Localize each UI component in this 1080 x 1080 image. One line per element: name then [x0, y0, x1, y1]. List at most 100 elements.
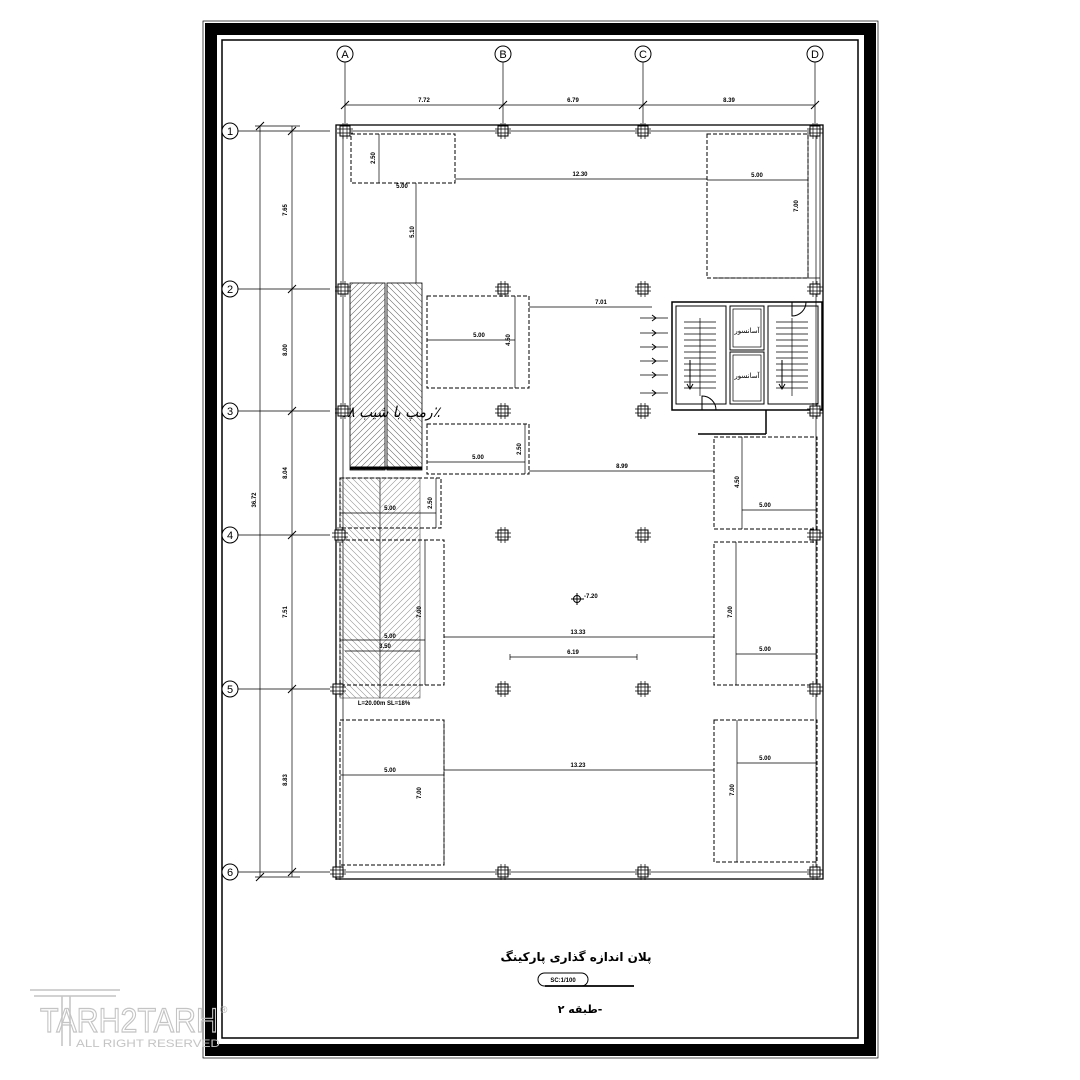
grid-column-lines: [344, 62, 816, 131]
elevator-cabin-lower: [732, 354, 762, 402]
ramp-width: 3.50: [379, 644, 391, 650]
dim-span-cd: 8.39: [723, 98, 735, 104]
lower-ramp-left-strip: [339, 477, 381, 699]
core-approach-lines: [640, 317, 668, 394]
elevator-shaft-lower: [729, 351, 765, 405]
sheet-frame: [202, 20, 879, 1059]
aisle-dim-lines: [415, 178, 714, 771]
parking-dim-lines: [736, 720, 817, 862]
parking-width: 5.00: [759, 647, 771, 653]
parking-dim-lines: [340, 540, 426, 685]
parking-space-outline: [350, 133, 456, 184]
stair-right-steps: [776, 318, 808, 396]
parking-width: 5.00: [384, 634, 396, 640]
parking-space: 5.00 7.00: [713, 719, 818, 863]
watermark-logo: TARH2TARH ALL RIGHT RESERVED ®: [30, 989, 228, 1050]
grid-label-b: B: [499, 49, 506, 61]
grid-label-5: 5: [227, 684, 233, 696]
parking-width: 5.00: [759, 756, 771, 762]
parking-dim-lines: [741, 437, 817, 529]
column: [806, 402, 824, 420]
parking-space: 7.00 5.00: [713, 541, 818, 686]
ramp-spec: L=20.00m SL=18%: [358, 701, 411, 707]
column: [634, 680, 652, 698]
dim-span-34: 8.04: [283, 467, 289, 479]
grid-bubble-a: [336, 45, 354, 63]
elevator-label-upper: آسانسور: [733, 326, 760, 335]
elevator-shaft-upper: [729, 305, 765, 351]
parking-space-outline: [339, 719, 445, 866]
column: [494, 680, 512, 698]
stair-right: [767, 305, 819, 405]
grid-bubble-b: [494, 45, 512, 63]
dim-span-23: 8.00: [283, 344, 289, 356]
elevator-cabin-upper: [732, 308, 762, 348]
column: [634, 526, 652, 544]
grid-label-a: A: [341, 49, 349, 61]
parking-width: 5.00: [384, 768, 396, 774]
parking-depth: 7.00: [794, 200, 800, 212]
parking-dim-lines: [735, 542, 817, 685]
level-value: -7.20: [584, 594, 598, 600]
grid-label-4: 4: [227, 530, 233, 542]
dim-span-45: 7.51: [283, 606, 289, 618]
parking-space: 7.00 5.00 3.50: [339, 539, 445, 686]
core-approach-arrows-icon: [651, 314, 657, 397]
grid-label-6: 6: [227, 867, 233, 879]
stair-right-arrow-icon: [778, 360, 786, 390]
stair-left-steps: [684, 318, 716, 396]
grid-label-3: 3: [227, 406, 233, 418]
dim-aisle-vertical: 5.10: [410, 226, 416, 238]
frame-inner-line: [221, 39, 859, 1039]
column: [634, 280, 652, 298]
parking-space-outline: [426, 295, 530, 389]
parking-depth: 4.50: [506, 334, 512, 346]
title-block: پلان اندازه گذاری پارکینگ SC:1/100 طبقه …: [501, 950, 652, 1016]
frame-thick-border: [205, 23, 876, 1056]
parking-width: 5.00: [759, 503, 771, 509]
parking-space: 5.00 4.50: [426, 295, 530, 389]
level-mark: -7.20: [571, 593, 598, 605]
grid-rows: 1 2 3 4 5 6 7.65 8.00 8.04 7.51 8.83 36.…: [221, 121, 330, 882]
parking-dim-lines: [340, 720, 445, 865]
column: [634, 402, 652, 420]
total-dimension-ticks: [255, 121, 265, 882]
parking-spaces: 2.50 5.00 5.00 7.00 5.00 4.50 5.00 2.50: [339, 131, 821, 866]
parking-space: 5.00 7.00: [706, 131, 821, 289]
ramp-slope-note: رمپ با شیب ۱۸٪: [340, 403, 442, 421]
grid-bubble-c: [634, 45, 652, 63]
parking-depth: 2.50: [517, 443, 523, 455]
parking-dim-lines: [707, 131, 821, 289]
parking-width: 5.00: [751, 173, 763, 179]
column: [494, 280, 512, 298]
dim-aisle-short: 6.19: [567, 650, 579, 656]
elevator-label-lower: آسانسور: [733, 371, 760, 380]
left-dimension-ticks: [287, 126, 297, 877]
grid-bubble-4: [221, 526, 239, 544]
lower-ramp-right-strip: [379, 477, 421, 699]
dim-span-56: 8.83: [283, 774, 289, 786]
stair-left: [675, 305, 727, 405]
aisle-dimensions: 12.30 5.10 7.01 8.99 13.33 6.19 13.23: [410, 172, 714, 771]
upper-ramp-right-strip: [386, 282, 423, 471]
grid-row-lines: [238, 130, 330, 873]
door-swing-left-icon: [701, 395, 717, 411]
door-swing-right-icon: [791, 301, 807, 317]
parking-width: 5.00: [396, 184, 408, 190]
grid-bubble-5: [221, 680, 239, 698]
column: [806, 680, 824, 698]
dim-aisle-bottom: 13.23: [570, 763, 586, 769]
core-outline: [671, 301, 823, 411]
column: [494, 402, 512, 420]
grid-bubble-d: [806, 45, 824, 63]
top-dimension-ticks: [340, 100, 820, 110]
outer-wall: [335, 124, 824, 880]
dim-aisle-top: 12.30: [572, 172, 588, 178]
watermark-rights: ALL RIGHT RESERVED: [76, 1038, 220, 1050]
column: [494, 526, 512, 544]
grid-columns: A B C D 7.72 6.79 8.39: [336, 45, 824, 131]
column: [806, 280, 824, 298]
total-dimension-line: [255, 125, 300, 878]
parking-space-outline: [339, 539, 445, 686]
grid-bubble-6: [221, 863, 239, 881]
